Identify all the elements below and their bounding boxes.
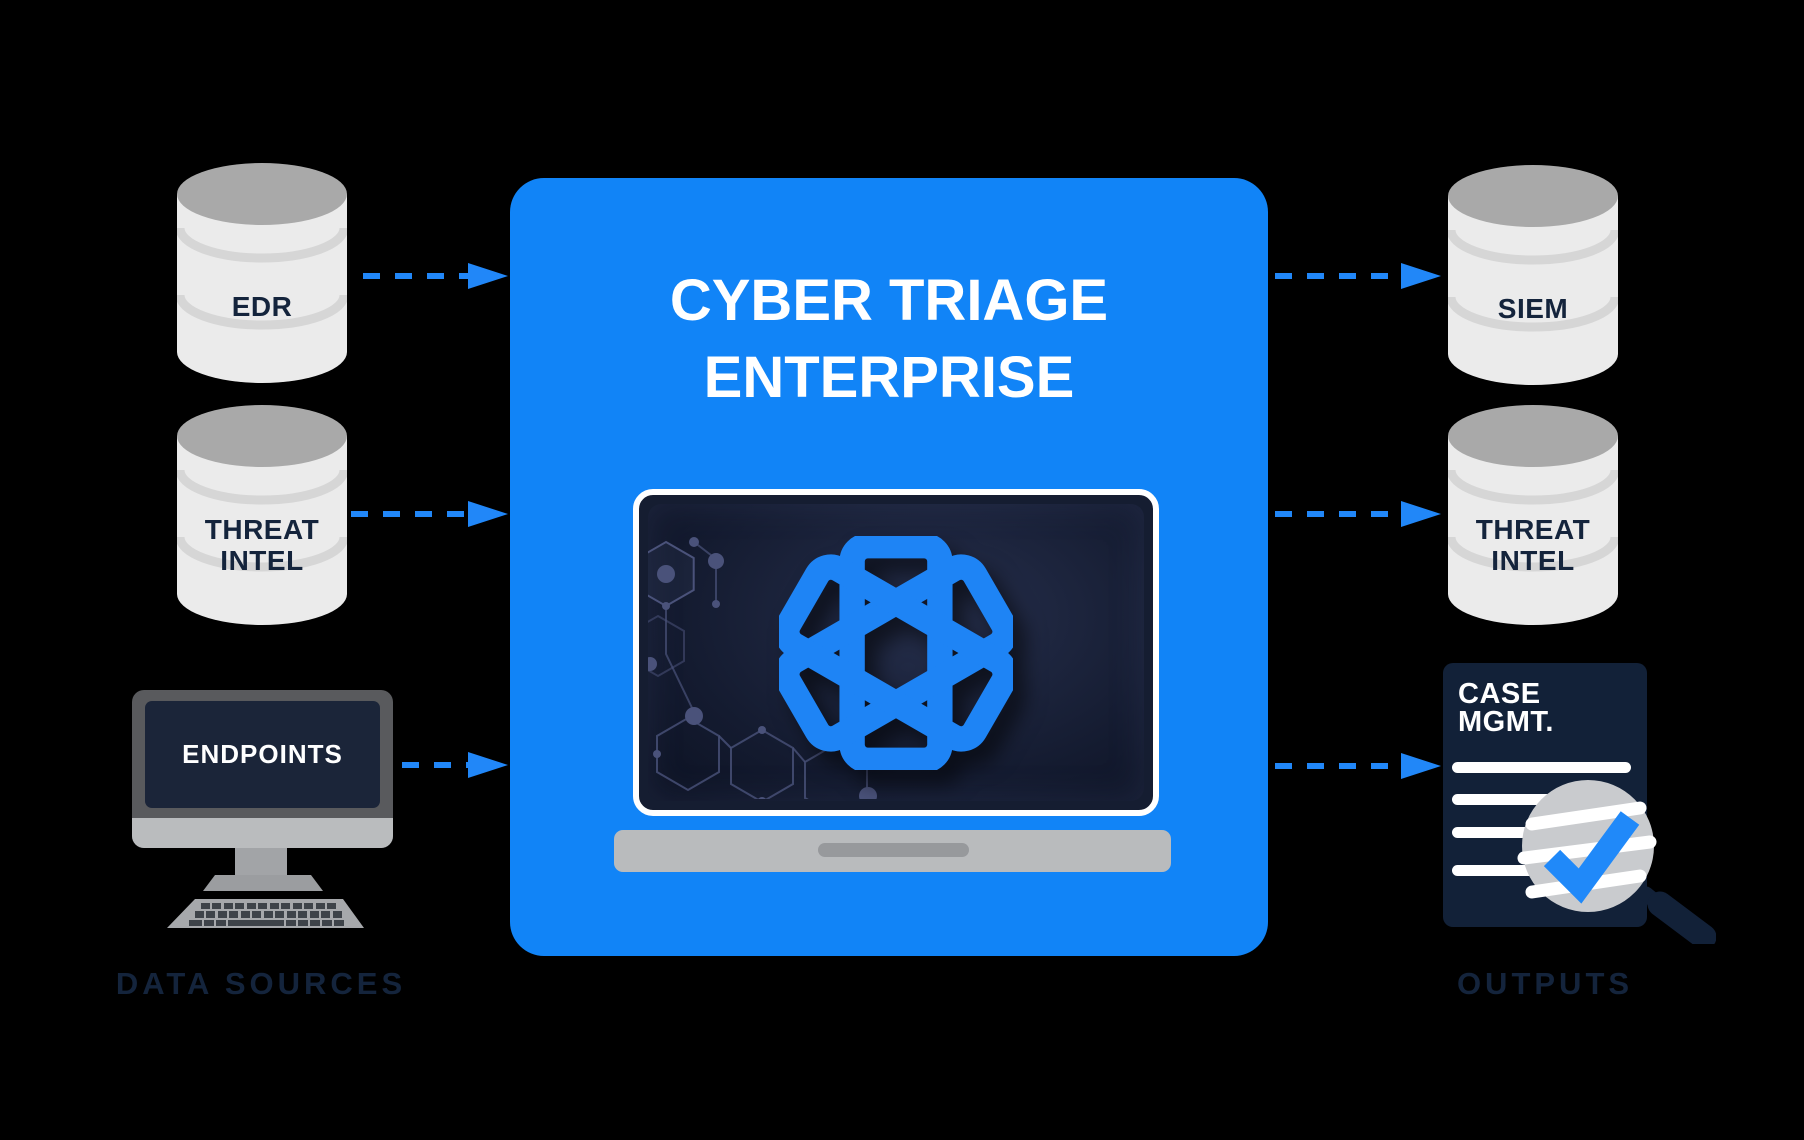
arrow-head-box-to-case-mgmt: [1401, 753, 1441, 779]
endpoints-label: ENDPOINTS: [182, 739, 343, 769]
data-sources-caption: DATA SOURCES: [115, 966, 407, 1001]
threat-intel-label-left: THREAT INTEL: [177, 514, 347, 576]
hexagon-network-decoration: [648, 537, 877, 799]
monitor-screen: ENDPOINTS: [145, 701, 380, 808]
arrow-head-threat-intel-to-box: [468, 501, 508, 527]
threat-intel-right-line1: THREAT: [1475, 514, 1591, 545]
outputs-caption: OUTPUTS: [1456, 966, 1634, 1001]
edr-label: EDR: [231, 291, 293, 322]
arrow-edr-to-box: [363, 273, 470, 279]
laptop-screen-frame: [633, 489, 1159, 816]
case-mgmt-line2: MGMT.: [1458, 706, 1554, 738]
arrow-head-box-to-threat-intel: [1401, 501, 1441, 527]
title-line-1: CYBER TRIAGE: [669, 268, 1109, 333]
magnifier-check-icon: [1517, 780, 1716, 944]
threat-intel-database-icon-right: [1448, 405, 1618, 625]
threat-intel-left-line1: THREAT: [204, 514, 320, 545]
document-line: [1452, 762, 1631, 773]
arrow-box-to-case-mgmt: [1275, 763, 1403, 769]
endpoints-monitor-icon: ENDPOINTS: [132, 690, 393, 928]
arrow-head-box-to-siem: [1401, 263, 1441, 289]
monitor-stand-foot: [203, 875, 323, 891]
cyber-triage-enterprise-box: CYBER TRIAGE ENTERPRISE: [510, 178, 1268, 956]
threat-intel-database-icon-left: [177, 405, 347, 625]
case-mgmt-document-icon: CASE MGMT.: [1443, 663, 1716, 944]
siem-database-icon: [1448, 165, 1618, 385]
case-mgmt-line1: CASE: [1458, 678, 1541, 710]
document-line: [1452, 794, 1630, 805]
keyboard-icon: [167, 899, 364, 928]
threat-intel-left-line2: INTEL: [220, 545, 304, 576]
monitor-stand-neck: [235, 848, 287, 876]
arrow-box-to-siem: [1275, 273, 1403, 279]
edr-database-icon: [177, 163, 347, 383]
laptop-base-notch: [817, 843, 969, 857]
page-title: CYBER TRIAGE ENTERPRISE: [510, 262, 1268, 416]
threat-intel-right-line2: INTEL: [1491, 545, 1575, 576]
arrow-threat-intel-to-box: [351, 511, 470, 517]
arrow-head-edr-to-box: [468, 263, 508, 289]
title-line-2: ENTERPRISE: [703, 345, 1075, 410]
monitor-chin: [132, 818, 393, 848]
cyber-triage-logo-icon: [779, 535, 1013, 770]
arrow-endpoints-to-box: [402, 762, 470, 768]
threat-intel-label-right: THREAT INTEL: [1448, 514, 1618, 576]
case-mgmt-label: CASE MGMT.: [1458, 678, 1554, 738]
laptop-base: [614, 830, 1171, 872]
laptop-screen: [648, 504, 1144, 801]
siem-label: SIEM: [1497, 293, 1569, 324]
arrow-box-to-threat-intel: [1275, 511, 1403, 517]
arrow-head-endpoints-to-box: [468, 752, 508, 778]
